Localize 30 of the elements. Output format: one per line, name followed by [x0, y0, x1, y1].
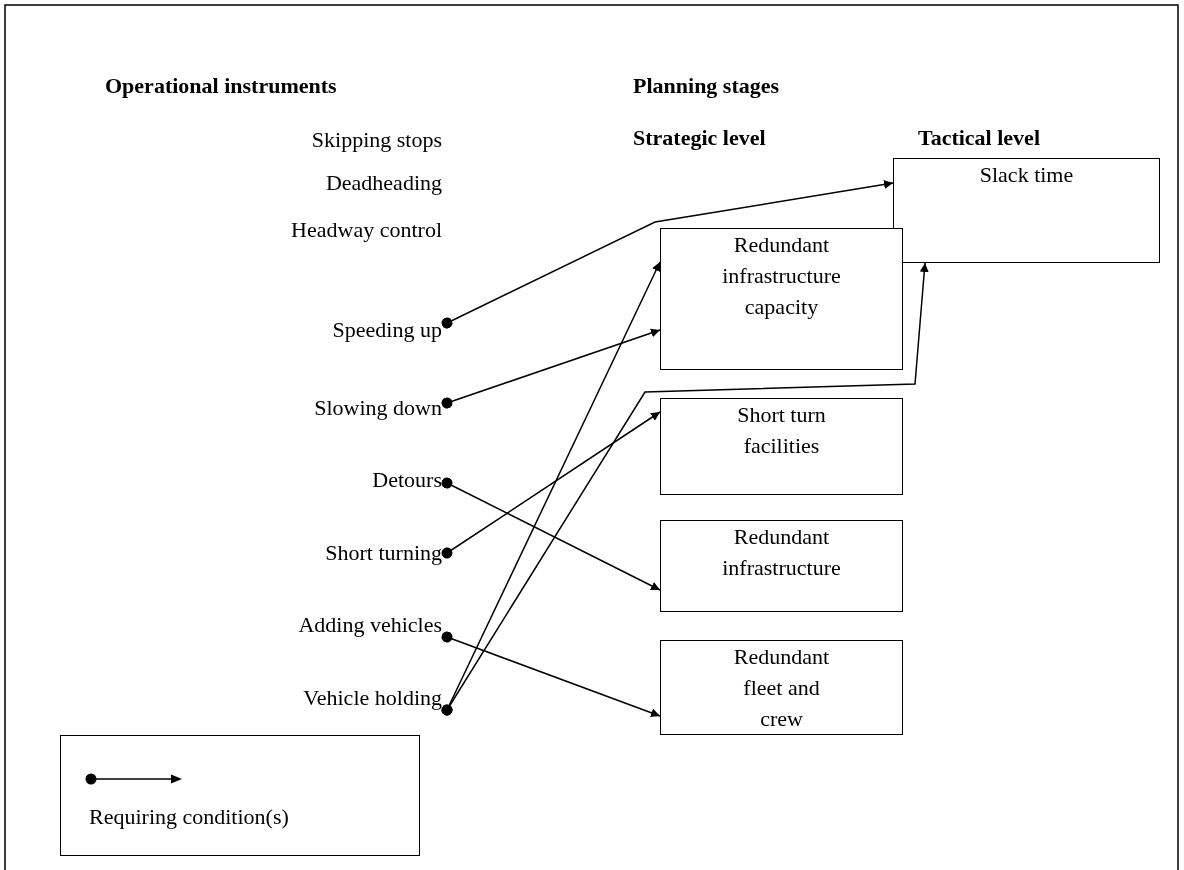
- heading: Strategic level: [633, 125, 766, 151]
- instrument-label: Vehicle holding: [150, 683, 442, 713]
- stage-box: [660, 520, 903, 612]
- arrow: [441, 411, 661, 559]
- instrument-label: Adding vehicles: [150, 610, 442, 640]
- instrument-label: Headway control: [150, 215, 442, 245]
- instrument-label: Slowing down: [150, 393, 442, 423]
- arrow: [441, 262, 929, 716]
- instrument-label: Skipping stops: [150, 125, 442, 155]
- arrow: [441, 631, 661, 718]
- arrow: [441, 180, 894, 329]
- stage-text: Redundant fleet and crew: [732, 643, 831, 733]
- stage-box: [893, 158, 1160, 263]
- heading: Tactical level: [918, 125, 1040, 151]
- stage-text: Redundant infrastructure: [721, 523, 842, 582]
- instrument-label: Short turning: [150, 538, 442, 568]
- instrument-label: Detours: [150, 465, 442, 495]
- heading: Planning stages: [633, 73, 780, 99]
- stage-box: [660, 640, 903, 735]
- arrow: [441, 477, 661, 591]
- legend-text: Requiring condition(s): [89, 804, 289, 830]
- instrument-label: Speeding up: [150, 315, 442, 345]
- stage-text: Redundant infrastructure capacity: [721, 231, 842, 321]
- stage-box: [660, 228, 903, 370]
- stage-box: [660, 398, 903, 495]
- stage-text: Short turn facilities: [736, 401, 827, 460]
- heading: Operational instruments: [105, 73, 337, 99]
- arrow: [441, 328, 661, 409]
- stage-text: Slack time: [978, 161, 1075, 189]
- instrument-label: Deadheading: [150, 168, 442, 198]
